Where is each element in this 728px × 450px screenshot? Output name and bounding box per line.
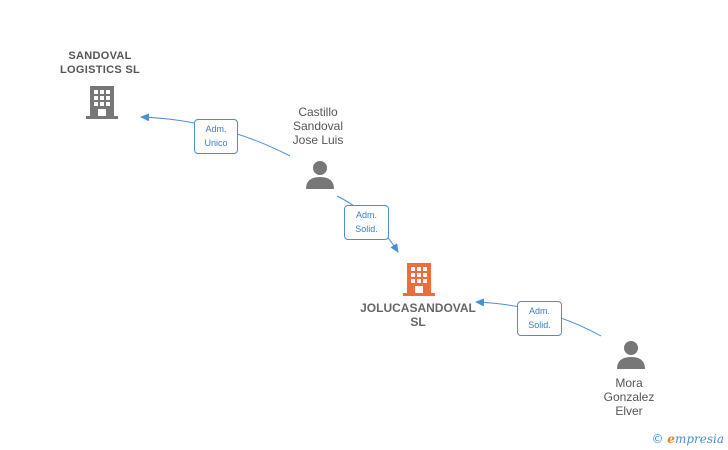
person-icon[interactable] xyxy=(616,340,646,370)
building-icon[interactable] xyxy=(85,84,119,120)
edge-label-adm-unico: Adm. Unico xyxy=(194,119,238,154)
empresia-logo[interactable]: © empresia xyxy=(651,432,724,446)
company-name-joluca: JOLUCASANDOVAL SL xyxy=(360,301,476,329)
brand-initial: e xyxy=(667,432,675,446)
person-name-castillo: Castillo Sandoval Jose Luis xyxy=(292,105,344,147)
person-name-mora: Mora Gonzalez Elver xyxy=(603,376,655,418)
building-icon[interactable] xyxy=(402,261,436,297)
person-icon[interactable] xyxy=(305,160,335,190)
edge-label-adm-solid-mora: Adm. Solid. xyxy=(517,301,562,336)
brand-name: mpresia xyxy=(674,432,724,446)
company-name-sandoval-logistics: SANDOVAL LOGISTICS SL xyxy=(60,50,140,76)
copyright-symbol: © xyxy=(651,432,664,446)
edge-label-adm-solid-castillo: Adm. Solid. xyxy=(344,205,389,240)
